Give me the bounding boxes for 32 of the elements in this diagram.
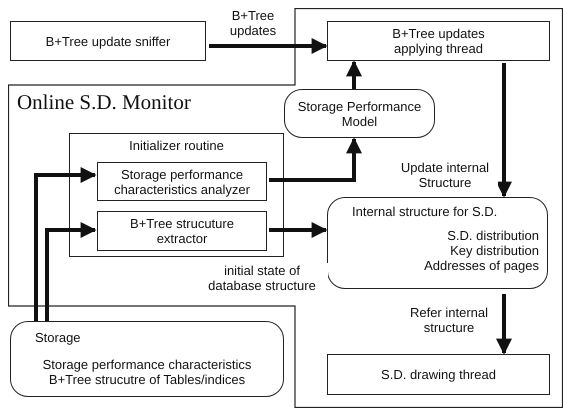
box-text: Addresses of pages — [423, 258, 539, 273]
arrow — [45, 222, 97, 321]
process-box — [327, 354, 550, 395]
arrow — [34, 167, 97, 321]
rounded-box — [284, 89, 435, 138]
box-text: Storage performance characteristics analyzer — [113, 166, 251, 196]
box-text: S.D. distribution — [446, 228, 539, 243]
group-box — [69, 133, 284, 257]
box-text: B+Tree strucuture extractor — [129, 216, 235, 246]
box-text: B+Tree strucutre of Tables/indices — [48, 372, 246, 387]
arrow — [269, 137, 362, 182]
box-text: Storage Performance Model — [297, 98, 422, 128]
arrow — [496, 63, 512, 198]
box-text: Storage performance characteristics — [42, 357, 252, 372]
group-title: Initializer routine — [128, 138, 225, 153]
box-text: B+Tree update sniffer — [44, 34, 172, 48]
process-box — [97, 211, 267, 251]
rounded-box — [327, 197, 548, 289]
process-box — [97, 162, 267, 201]
process-box — [10, 21, 206, 61]
arrow — [346, 60, 362, 89]
box-heading: Storage — [34, 330, 82, 345]
box-text: B+Tree updates applying thread — [391, 26, 486, 56]
region-title: Online S.D. Monitor — [17, 90, 191, 114]
box-text: S.D. drawing thread — [380, 367, 497, 382]
box-heading: Internal structure for S.D. — [351, 204, 498, 219]
box-text: Key distribution — [449, 243, 539, 258]
arrow — [209, 38, 328, 54]
arrow — [269, 222, 328, 238]
rounded-box — [10, 321, 284, 397]
process-box — [327, 21, 550, 61]
arrow — [496, 294, 512, 355]
